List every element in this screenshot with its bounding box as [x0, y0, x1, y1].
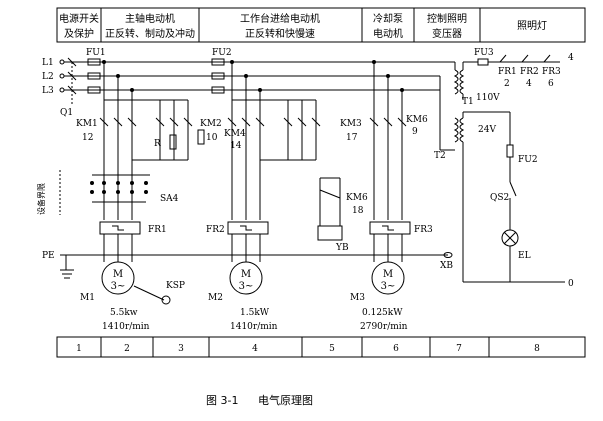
label-km6-num: 9	[412, 127, 418, 137]
motor-m3-symbol	[372, 262, 404, 294]
footer-cell-7: 7	[456, 344, 462, 354]
label-fr-top-3: FR3	[542, 67, 561, 77]
label-110v: 110V	[476, 93, 500, 103]
label-t1: T1	[462, 97, 474, 107]
label-yb: YB	[335, 243, 349, 253]
label-l2: L2	[42, 72, 54, 82]
caption-title: 电气原理图	[258, 393, 313, 407]
header-col5-line2: 变压器	[432, 27, 462, 40]
motor-m1-phase: 3~	[111, 281, 126, 292]
label-l1: L1	[42, 58, 54, 68]
header-col2-line1: 主轴电动机	[125, 12, 175, 25]
label-fr-num-2: 4	[526, 79, 532, 89]
header-col6: 照明灯	[517, 20, 547, 32]
label-qs2: QS2	[490, 193, 509, 203]
label-resistor-r: R	[154, 139, 161, 149]
motor-m3-power: 0.125kW	[362, 308, 403, 318]
label-km1: KM1	[76, 119, 98, 129]
label-km3-num: 17	[346, 133, 358, 143]
label-xb: XB	[440, 261, 453, 271]
footer-cell-1: 1	[76, 344, 82, 354]
label-q1: Q1	[60, 108, 73, 118]
label-fr3: FR3	[414, 225, 433, 235]
motor-m2-phase: 3~	[239, 281, 254, 292]
footer-cell-3: 3	[178, 344, 184, 354]
label-ksp: KSP	[166, 281, 185, 291]
motor-m2-power: 1.5kW	[240, 308, 270, 318]
header-col4-line2: 电动机	[373, 27, 403, 40]
label-t2: T2	[434, 151, 446, 161]
motor-m3-letter: M	[383, 269, 393, 280]
motor-m1-power: 5.5kw	[110, 308, 138, 318]
header-table	[57, 8, 585, 42]
motor-m2-symbol	[230, 262, 262, 294]
label-fr-num-3: 6	[548, 79, 554, 89]
label-fr-num-4: 4	[568, 53, 574, 63]
label-km6-second-num: 18	[352, 206, 364, 216]
header-col5-line1: 控制照明	[427, 12, 467, 25]
motor-m1-symbol	[102, 262, 134, 294]
label-fu3: FU3	[474, 48, 494, 58]
motor-m2-speed: 1410r/min	[230, 322, 278, 332]
label-km6-second: KM6	[346, 193, 368, 203]
label-sa4: SA4	[160, 194, 179, 204]
motor-m1-speed: 1410r/min	[102, 322, 150, 332]
label-fu2-lighting: FU2	[518, 155, 538, 165]
header-col3-line1: 工作台进给电动机	[240, 12, 320, 25]
footer-table	[57, 337, 585, 357]
footer-cell-4: 4	[252, 344, 258, 354]
label-zero: 0	[568, 279, 574, 289]
label-km4: KM4	[224, 129, 246, 139]
caption-figure-number: 图 3-1	[206, 394, 238, 407]
label-24v: 24V	[478, 125, 496, 135]
label-equipment-boundary: 设备界限	[36, 183, 46, 215]
label-km6: KM6	[406, 115, 428, 125]
label-fr-top-2: FR2	[520, 67, 539, 77]
header-col2-line2: 正反转、制动及冲动	[105, 27, 195, 40]
label-km1-num: 12	[82, 133, 93, 143]
label-fr2: FR2	[206, 225, 225, 235]
header-col3-line2: 正反转和快慢速	[245, 27, 315, 40]
motor-m2-letter: M	[241, 269, 251, 280]
motor-m3-speed: 2790r/min	[360, 322, 408, 332]
footer-cell-8: 8	[534, 344, 540, 354]
label-l3: L3	[42, 86, 54, 96]
motor-m3-phase: 3~	[381, 281, 396, 292]
label-km2-num: 10	[206, 133, 218, 143]
label-km2: KM2	[200, 119, 222, 129]
label-fr-top-1: FR1	[498, 67, 517, 77]
footer-cell-6: 6	[393, 344, 399, 354]
footer-cell-2: 2	[124, 344, 130, 354]
header-col1-line2: 及保护	[64, 27, 94, 40]
label-fr-num-1: 2	[504, 79, 510, 89]
label-fr1: FR1	[148, 225, 167, 235]
label-pe: PE	[42, 251, 55, 261]
motor-m1-letter: M	[113, 269, 123, 280]
label-km4-num: 14	[230, 141, 242, 151]
motor-m2-name: M2	[208, 293, 223, 303]
label-km3: KM3	[340, 119, 362, 129]
label-fu1: FU1	[86, 48, 106, 58]
label-fu2: FU2	[212, 48, 232, 58]
header-col4-line1: 冷却泵	[373, 12, 403, 25]
footer-cell-5: 5	[329, 344, 335, 354]
motor-m1-name: M1	[80, 293, 95, 303]
label-el: EL	[518, 251, 531, 261]
header-col1-line1: 电源开关	[59, 12, 99, 25]
motor-m3-name: M3	[350, 293, 365, 303]
